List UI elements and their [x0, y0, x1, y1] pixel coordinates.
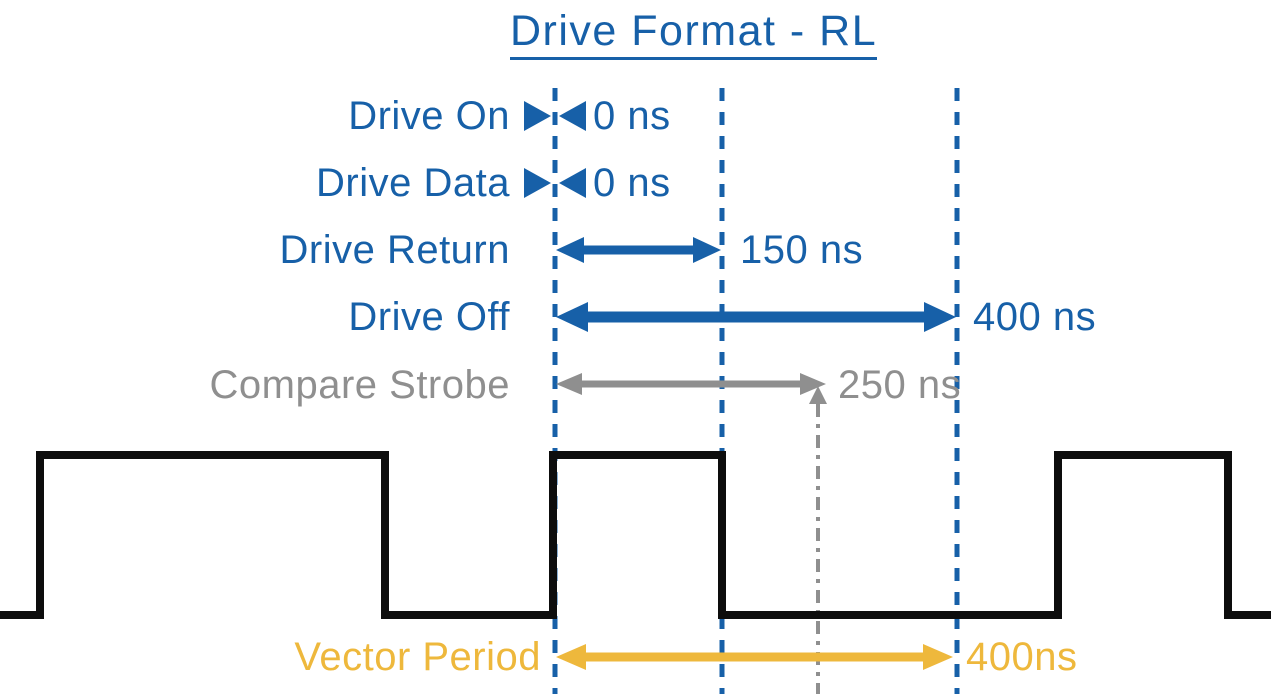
value-vector-period: 400ns	[966, 635, 1078, 679]
value-drive-data: 0 ns	[593, 161, 671, 205]
title-wrap: Drive Format - RL	[510, 8, 878, 60]
row-label-compare-strobe: Compare Strobe	[209, 363, 510, 407]
square-waveform-icon	[0, 451, 1271, 619]
value-drive-off: 400 ns	[973, 295, 1097, 339]
value-compare-strobe: 250 ns	[838, 363, 962, 407]
vector-period-span-arrow-icon	[556, 644, 953, 670]
page-title: Drive Format - RL	[510, 8, 878, 60]
compare-strobe-span-arrow-icon	[556, 373, 826, 395]
row-label-vector-period: Vector Period	[294, 635, 541, 679]
row-label-drive-off: Drive Off	[348, 295, 510, 339]
row-label-drive-on: Drive On	[348, 94, 510, 138]
drive-data-zero-width-marker-icon	[524, 168, 586, 198]
value-drive-on: 0 ns	[593, 94, 671, 138]
drive-off-span-arrow-icon	[556, 302, 956, 332]
drive-on-zero-width-marker-icon	[524, 101, 586, 131]
row-label-drive-return: Drive Return	[279, 228, 510, 272]
value-drive-return: 150 ns	[740, 228, 864, 272]
row-label-drive-data: Drive Data	[316, 161, 510, 205]
drive-return-span-arrow-icon	[556, 237, 721, 263]
strobe-up-arrowhead-icon	[809, 386, 827, 404]
